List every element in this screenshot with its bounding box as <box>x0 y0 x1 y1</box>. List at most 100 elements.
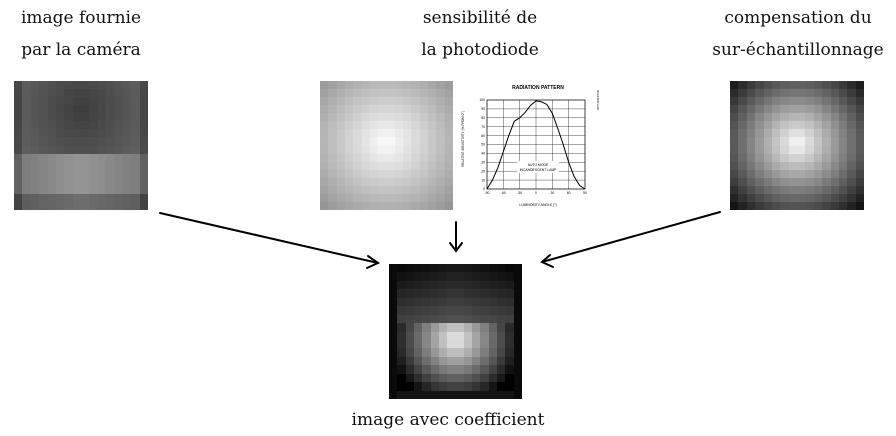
pixel <box>81 201 90 210</box>
pixel <box>455 365 464 374</box>
pixel <box>822 161 831 170</box>
pixel <box>805 113 814 122</box>
pixel <box>97 129 107 138</box>
pixel <box>328 81 337 90</box>
pixel <box>89 153 98 162</box>
pixel <box>411 81 420 90</box>
pixel <box>813 201 823 210</box>
pixel <box>403 153 412 162</box>
pixel <box>397 297 406 307</box>
pixel <box>444 145 453 154</box>
pixel <box>480 373 489 383</box>
pixel <box>472 390 481 399</box>
pixel <box>114 113 123 122</box>
pixel <box>97 89 107 98</box>
pixel <box>436 129 445 138</box>
pixel <box>455 348 464 357</box>
pixel <box>430 365 439 374</box>
pixel <box>328 137 337 146</box>
pixel <box>72 153 81 162</box>
pixel <box>72 105 81 114</box>
pixel <box>114 201 123 210</box>
pixel <box>394 97 404 106</box>
pixel <box>480 382 489 391</box>
pixel <box>847 129 856 138</box>
pixel <box>89 129 98 138</box>
pixel <box>497 390 506 399</box>
pixel <box>730 121 739 130</box>
pixel <box>813 137 823 146</box>
plot-frame <box>486 99 586 190</box>
pixel <box>763 81 772 90</box>
chart-annotation-line: AUTO MODE <box>528 163 549 167</box>
pixel <box>444 193 453 202</box>
pixel <box>419 97 429 106</box>
pixel <box>81 153 90 162</box>
pixel <box>405 356 414 366</box>
pixel <box>813 177 823 186</box>
pixel <box>328 153 337 162</box>
pixel <box>369 169 379 178</box>
pixel <box>89 121 98 130</box>
pixel <box>822 113 831 122</box>
pixel <box>22 137 31 146</box>
pixel <box>822 105 831 114</box>
pixel <box>122 113 132 122</box>
pixel <box>405 306 414 315</box>
pixel <box>403 105 412 114</box>
pixel <box>513 289 522 298</box>
pixel <box>447 331 456 340</box>
pixel <box>771 105 781 114</box>
pixel <box>422 331 431 340</box>
pixel <box>328 89 337 98</box>
pixel <box>780 185 789 194</box>
pixel <box>97 201 107 210</box>
pixel <box>405 373 414 383</box>
pixel <box>746 153 756 162</box>
pixel <box>30 89 40 98</box>
pixel <box>411 177 420 186</box>
pixel <box>797 129 806 138</box>
pixel <box>336 137 345 146</box>
pixel <box>389 356 398 366</box>
pixel <box>505 331 514 340</box>
pixel <box>361 121 370 130</box>
pixel <box>463 382 473 391</box>
pixel <box>738 177 747 186</box>
pixel <box>430 390 439 399</box>
pixel <box>830 153 839 162</box>
pixel <box>369 105 379 114</box>
pixel <box>378 81 387 90</box>
pixel <box>788 137 797 146</box>
pixel <box>513 297 522 307</box>
pixel <box>755 81 764 90</box>
pixel <box>39 97 48 106</box>
pixel <box>320 201 329 210</box>
pixel <box>422 339 431 349</box>
pixel <box>413 280 423 290</box>
pixel <box>505 382 514 391</box>
pixel <box>838 105 848 114</box>
pixel <box>488 390 498 399</box>
pixel <box>389 331 398 340</box>
pixel <box>797 161 806 170</box>
pixel <box>47 113 56 122</box>
x-tick-label: 30 <box>550 191 554 195</box>
pixel <box>397 272 406 281</box>
pixel <box>81 193 90 202</box>
pixel <box>81 113 90 122</box>
pixel <box>22 121 31 130</box>
pixel <box>139 121 148 130</box>
pixel <box>336 153 345 162</box>
pixel <box>122 105 132 114</box>
pixel <box>30 97 40 106</box>
pixel <box>780 81 789 90</box>
pixel <box>386 121 395 130</box>
pixel <box>344 105 354 114</box>
pixel <box>430 348 439 357</box>
pixel <box>386 201 395 210</box>
pixel <box>139 113 148 122</box>
pixel <box>430 280 439 290</box>
pixel <box>463 314 473 324</box>
pixel <box>419 169 429 178</box>
